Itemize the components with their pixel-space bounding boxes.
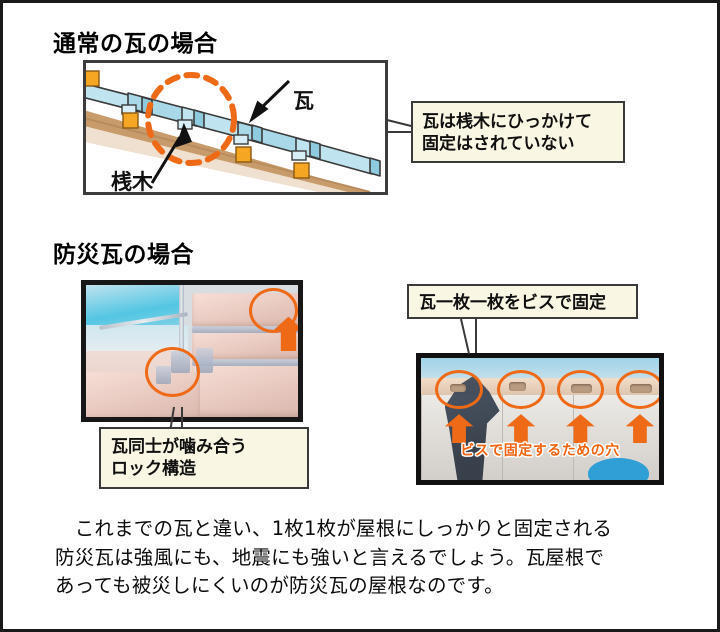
photo-pole (179, 285, 185, 362)
photo-tile-rib-2 (192, 358, 298, 366)
highlight-circle-hole-3 (556, 370, 605, 410)
section-heading-normal-tile: 通常の瓦の場合 (53, 31, 218, 57)
photo-overlay-caption-screw-holes: ビスで固定するための穴 (460, 443, 620, 460)
photo-interlock-groove-b (196, 348, 214, 374)
callout-tail-screw-diagonal (460, 318, 471, 355)
diagram-label-tile: 瓦 (293, 89, 314, 113)
photo-screw-holes: ビスで固定するための穴 (416, 353, 664, 485)
diagram-normal-tile-roof (83, 60, 388, 195)
roof-cross-section-illustration (86, 70, 381, 192)
section-heading-disaster-resistant-tile: 防災瓦の場合 (53, 242, 194, 268)
body-line-2: 防災瓦は強風にも、地震にも強いと言えるでしょう。瓦屋根で (55, 545, 605, 569)
body-paragraph: これまでの瓦と違い、1枚1枚が屋根にしっかりと固定される 防災瓦は強風にも、地震… (55, 515, 680, 601)
body-line-1: これまでの瓦と違い、1枚1枚が屋根にしっかりと固定される (55, 517, 613, 540)
callout-each-tile-fixed-with-screws: 瓦一枚一枚をビスで固定 (407, 284, 638, 319)
body-line-3: あっても被災しにくいのが防災瓦の屋根なのです。 (55, 574, 504, 598)
callout-tail-hook-horizontal (387, 131, 413, 133)
highlight-circle-lock-bottom (145, 347, 201, 398)
highlight-circle-hole-2 (497, 370, 545, 410)
photo-panel-2 (501, 394, 575, 480)
highlight-circle-hole-4 (616, 370, 659, 410)
photo-interlocking-tile-lock (81, 280, 303, 422)
photo-blue-object (587, 458, 650, 480)
highlight-circle-hole-1 (435, 370, 483, 410)
callout-tail-screw-vertical (475, 319, 477, 353)
photo-tile-rib-1 (192, 325, 298, 333)
diagram-label-batten: 桟木 (111, 170, 153, 194)
callout-tail-lock-vertical (181, 407, 183, 429)
callout-tiles-are-hooked-not-fixed: 瓦は桟木にひっかけて 固定はされていない (411, 101, 625, 163)
callout-tiles-interlock-structure: 瓦同士が噛み合う ロック構造 (99, 427, 309, 489)
